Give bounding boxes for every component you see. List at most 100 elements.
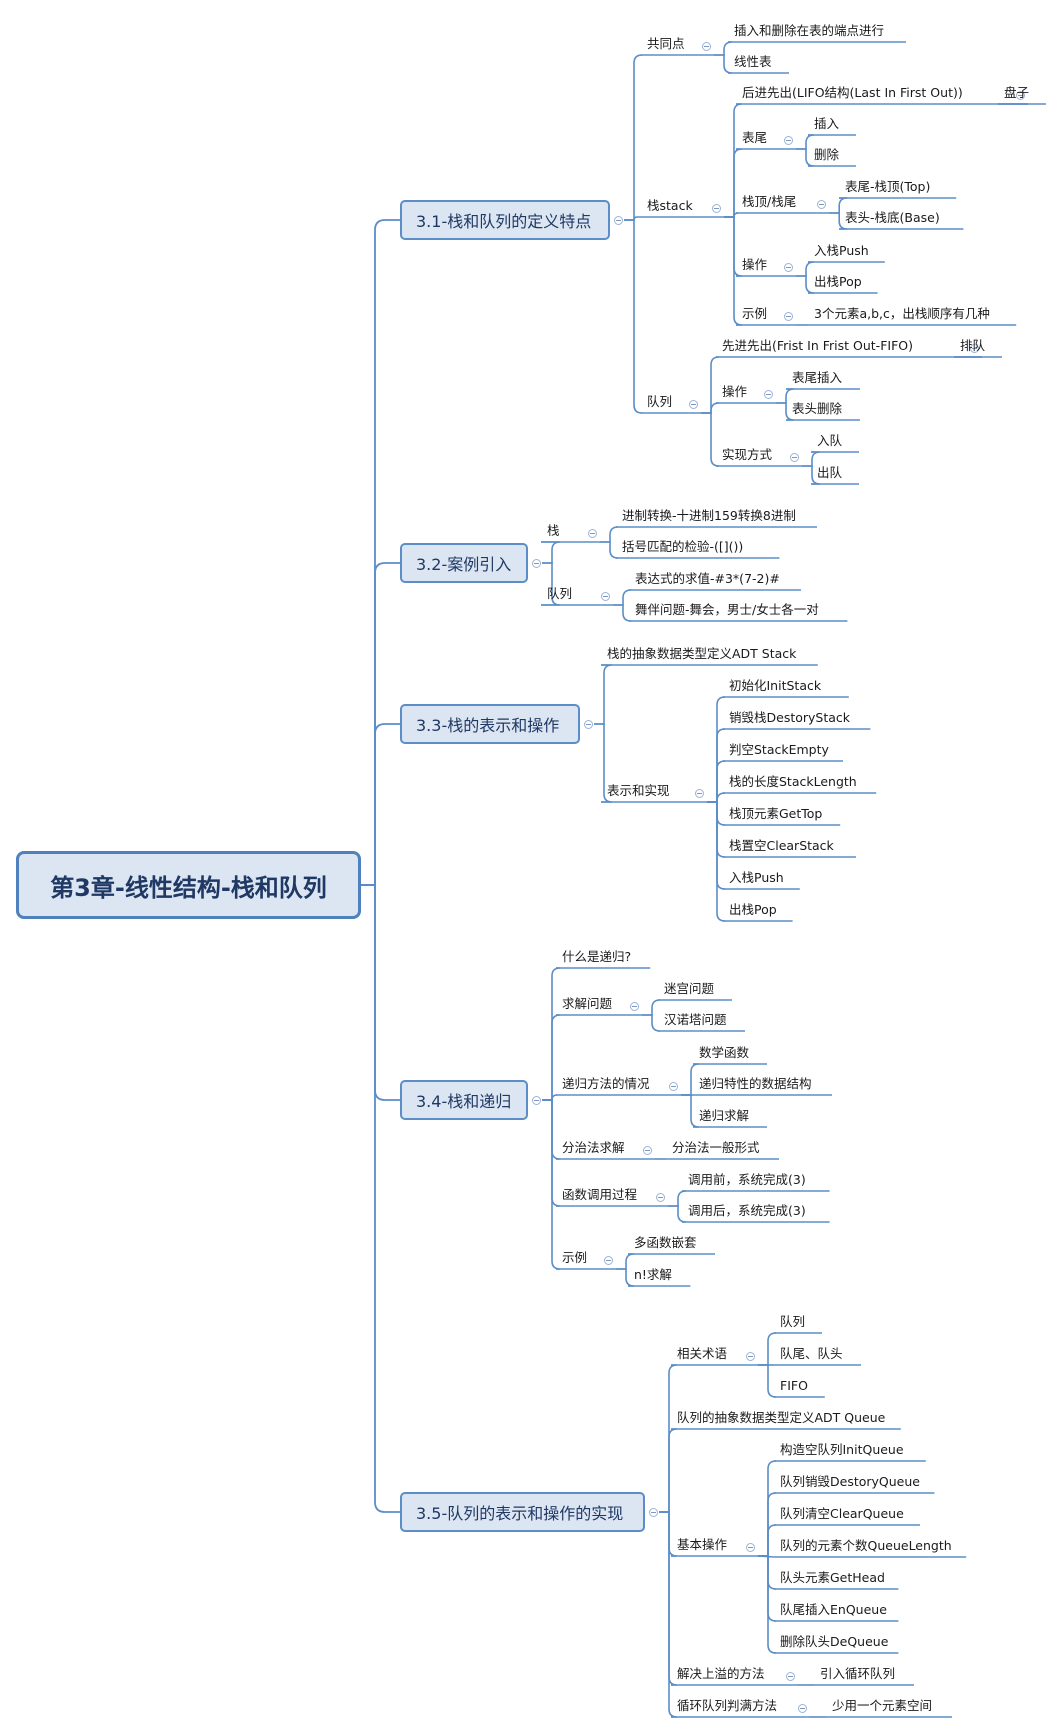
subtopic[interactable]: 递归求解 <box>699 1108 750 1123</box>
subtopic[interactable]: 多函数嵌套 <box>634 1235 697 1250</box>
subtopic[interactable]: 销毁栈DestoryStack <box>729 710 851 725</box>
subtopic[interactable]: FIFO <box>780 1378 808 1393</box>
section-3-collapse-toggle[interactable] <box>584 720 593 729</box>
section-3[interactable]: 3.3-栈的表示和操作 <box>400 704 580 744</box>
subtopic[interactable]: 数学函数 <box>699 1045 750 1060</box>
root-topic[interactable]: 第3章-线性结构-栈和队列 <box>16 851 361 919</box>
subtopic[interactable]: 先进先出(Frist In Frist Out-FIFO) <box>722 338 913 353</box>
subtopic[interactable]: 入栈Push <box>729 870 784 885</box>
section-1-collapse-toggle[interactable] <box>614 216 623 225</box>
subtopic[interactable]: 出栈Pop <box>729 902 777 917</box>
subtopic[interactable]: 线性表 <box>734 54 772 69</box>
topic-4-5[interactable]: 函数调用过程 <box>562 1187 638 1202</box>
subtopic[interactable]: 进制转换-十进制159转换8进制 <box>622 508 796 523</box>
leaf-topic[interactable]: 入栈Push <box>814 243 869 258</box>
topic-2-2-toggle[interactable] <box>601 592 610 601</box>
section-4-collapse-toggle[interactable] <box>532 1096 541 1105</box>
topic-1-2-toggle[interactable] <box>712 204 721 213</box>
subtopic-toggle[interactable] <box>790 453 799 462</box>
leaf-topic[interactable]: 入队 <box>817 433 843 448</box>
subtopic[interactable]: 构造空队列InitQueue <box>780 1442 904 1457</box>
section-4[interactable]: 3.4-栈和递归 <box>400 1080 528 1120</box>
subtopic[interactable]: 汉诺塔问题 <box>664 1012 727 1027</box>
subtopic-toggle[interactable] <box>1016 91 1025 100</box>
topic-2-2[interactable]: 队列 <box>547 586 573 601</box>
topic-2-1[interactable]: 栈 <box>547 523 560 538</box>
section-5[interactable]: 3.5-队列的表示和操作的实现 <box>400 1492 645 1532</box>
subtopic[interactable]: 调用前，系统完成(3) <box>688 1172 806 1187</box>
subtopic[interactable]: 队头元素GetHead <box>780 1570 885 1585</box>
leaf-topic[interactable]: 出队 <box>817 465 843 480</box>
subtopic[interactable]: 少用一个元素空间 <box>832 1698 933 1713</box>
topic-4-4-toggle[interactable] <box>643 1146 652 1155</box>
subtopic[interactable]: 队尾、队头 <box>780 1346 843 1361</box>
topic-1-1-toggle[interactable] <box>702 42 711 51</box>
topic-4-3-toggle[interactable] <box>669 1082 678 1091</box>
subtopic[interactable]: 表达式的求值-#3*(7-2)# <box>635 571 780 586</box>
topic-5-2[interactable]: 队列的抽象数据类型定义ADT Queue <box>677 1410 886 1425</box>
leaf-topic[interactable]: 表头-栈底(Base) <box>845 210 940 225</box>
topic-2-1-toggle[interactable] <box>588 529 597 538</box>
subtopic[interactable]: 操作 <box>722 384 748 399</box>
subtopic[interactable]: 栈的长度StackLength <box>729 774 857 789</box>
leaf-topic[interactable]: 表尾插入 <box>792 370 843 385</box>
topic-5-3-toggle[interactable] <box>746 1543 755 1552</box>
leaf-topic[interactable]: 盘子 <box>1004 85 1030 100</box>
subtopic[interactable]: 调用后，系统完成(3) <box>688 1203 806 1218</box>
subtopic[interactable]: 队列销毁DestoryQueue <box>780 1474 920 1489</box>
subtopic[interactable]: 分治法一般形式 <box>672 1140 760 1155</box>
topic-4-6-toggle[interactable] <box>604 1256 613 1265</box>
section-5-collapse-toggle[interactable] <box>649 1508 658 1517</box>
subtopic[interactable]: 队列 <box>780 1314 806 1329</box>
leaf-topic[interactable]: 3个元素a,b,c，出栈顺序有几种 <box>814 306 990 321</box>
topic-1-3[interactable]: 队列 <box>647 394 673 409</box>
subtopic[interactable]: 操作 <box>742 257 768 272</box>
section-1[interactable]: 3.1-栈和队列的定义特点 <box>400 200 610 240</box>
subtopic-toggle[interactable] <box>784 263 793 272</box>
topic-4-1[interactable]: 什么是递归? <box>562 949 632 964</box>
subtopic[interactable]: 队列清空ClearQueue <box>780 1506 904 1521</box>
subtopic[interactable]: 队尾插入EnQueue <box>780 1602 887 1617</box>
section-2[interactable]: 3.2-案例引入 <box>400 543 528 583</box>
topic-5-4[interactable]: 解决上溢的方法 <box>677 1666 765 1681</box>
topic-1-2[interactable]: 栈stack <box>647 198 693 213</box>
topic-1-1[interactable]: 共同点 <box>647 36 685 51</box>
subtopic[interactable]: 插入和删除在表的端点进行 <box>734 23 885 38</box>
topic-5-1[interactable]: 相关术语 <box>677 1346 728 1361</box>
topic-4-5-toggle[interactable] <box>656 1193 665 1202</box>
topic-5-3[interactable]: 基本操作 <box>677 1537 728 1552</box>
leaf-topic[interactable]: 表头删除 <box>792 401 843 416</box>
topic-3-2[interactable]: 表示和实现 <box>607 783 670 798</box>
subtopic[interactable]: 舞伴问题-舞会，男士/女士各一对 <box>635 602 819 617</box>
subtopic[interactable]: 栈置空ClearStack <box>729 838 834 853</box>
subtopic-toggle[interactable] <box>784 312 793 321</box>
subtopic[interactable]: n!求解 <box>634 1267 672 1282</box>
subtopic-toggle[interactable] <box>764 390 773 399</box>
leaf-topic[interactable]: 表尾-栈顶(Top) <box>845 179 931 194</box>
topic-5-4-toggle[interactable] <box>786 1672 795 1681</box>
topic-1-3-toggle[interactable] <box>689 400 698 409</box>
topic-4-2[interactable]: 求解问题 <box>562 996 613 1011</box>
subtopic-toggle[interactable] <box>970 344 979 353</box>
leaf-topic[interactable]: 删除 <box>814 147 840 162</box>
topic-5-5[interactable]: 循环队列判满方法 <box>677 1698 778 1713</box>
leaf-topic[interactable]: 排队 <box>960 338 986 353</box>
leaf-topic[interactable]: 出栈Pop <box>814 274 862 289</box>
subtopic[interactable]: 递归特性的数据结构 <box>699 1076 812 1091</box>
topic-3-2-toggle[interactable] <box>695 789 704 798</box>
subtopic-toggle[interactable] <box>817 200 827 209</box>
subtopic[interactable]: 初始化InitStack <box>729 678 822 693</box>
subtopic[interactable]: 判空StackEmpty <box>729 742 829 757</box>
topic-4-6[interactable]: 示例 <box>562 1250 588 1265</box>
topic-4-3[interactable]: 递归方法的情况 <box>562 1076 650 1091</box>
subtopic[interactable]: 括号匹配的检验-([]()) <box>622 539 744 554</box>
subtopic[interactable]: 表尾 <box>742 130 768 145</box>
section-2-collapse-toggle[interactable] <box>532 559 541 568</box>
subtopic-toggle[interactable] <box>784 136 793 145</box>
subtopic[interactable]: 示例 <box>742 306 768 321</box>
subtopic[interactable]: 删除队头DeQueue <box>780 1634 889 1649</box>
topic-5-1-toggle[interactable] <box>746 1352 755 1361</box>
subtopic[interactable]: 迷宫问题 <box>664 981 715 996</box>
topic-3-1[interactable]: 栈的抽象数据类型定义ADT Stack <box>607 646 797 661</box>
leaf-topic[interactable]: 插入 <box>814 116 840 131</box>
